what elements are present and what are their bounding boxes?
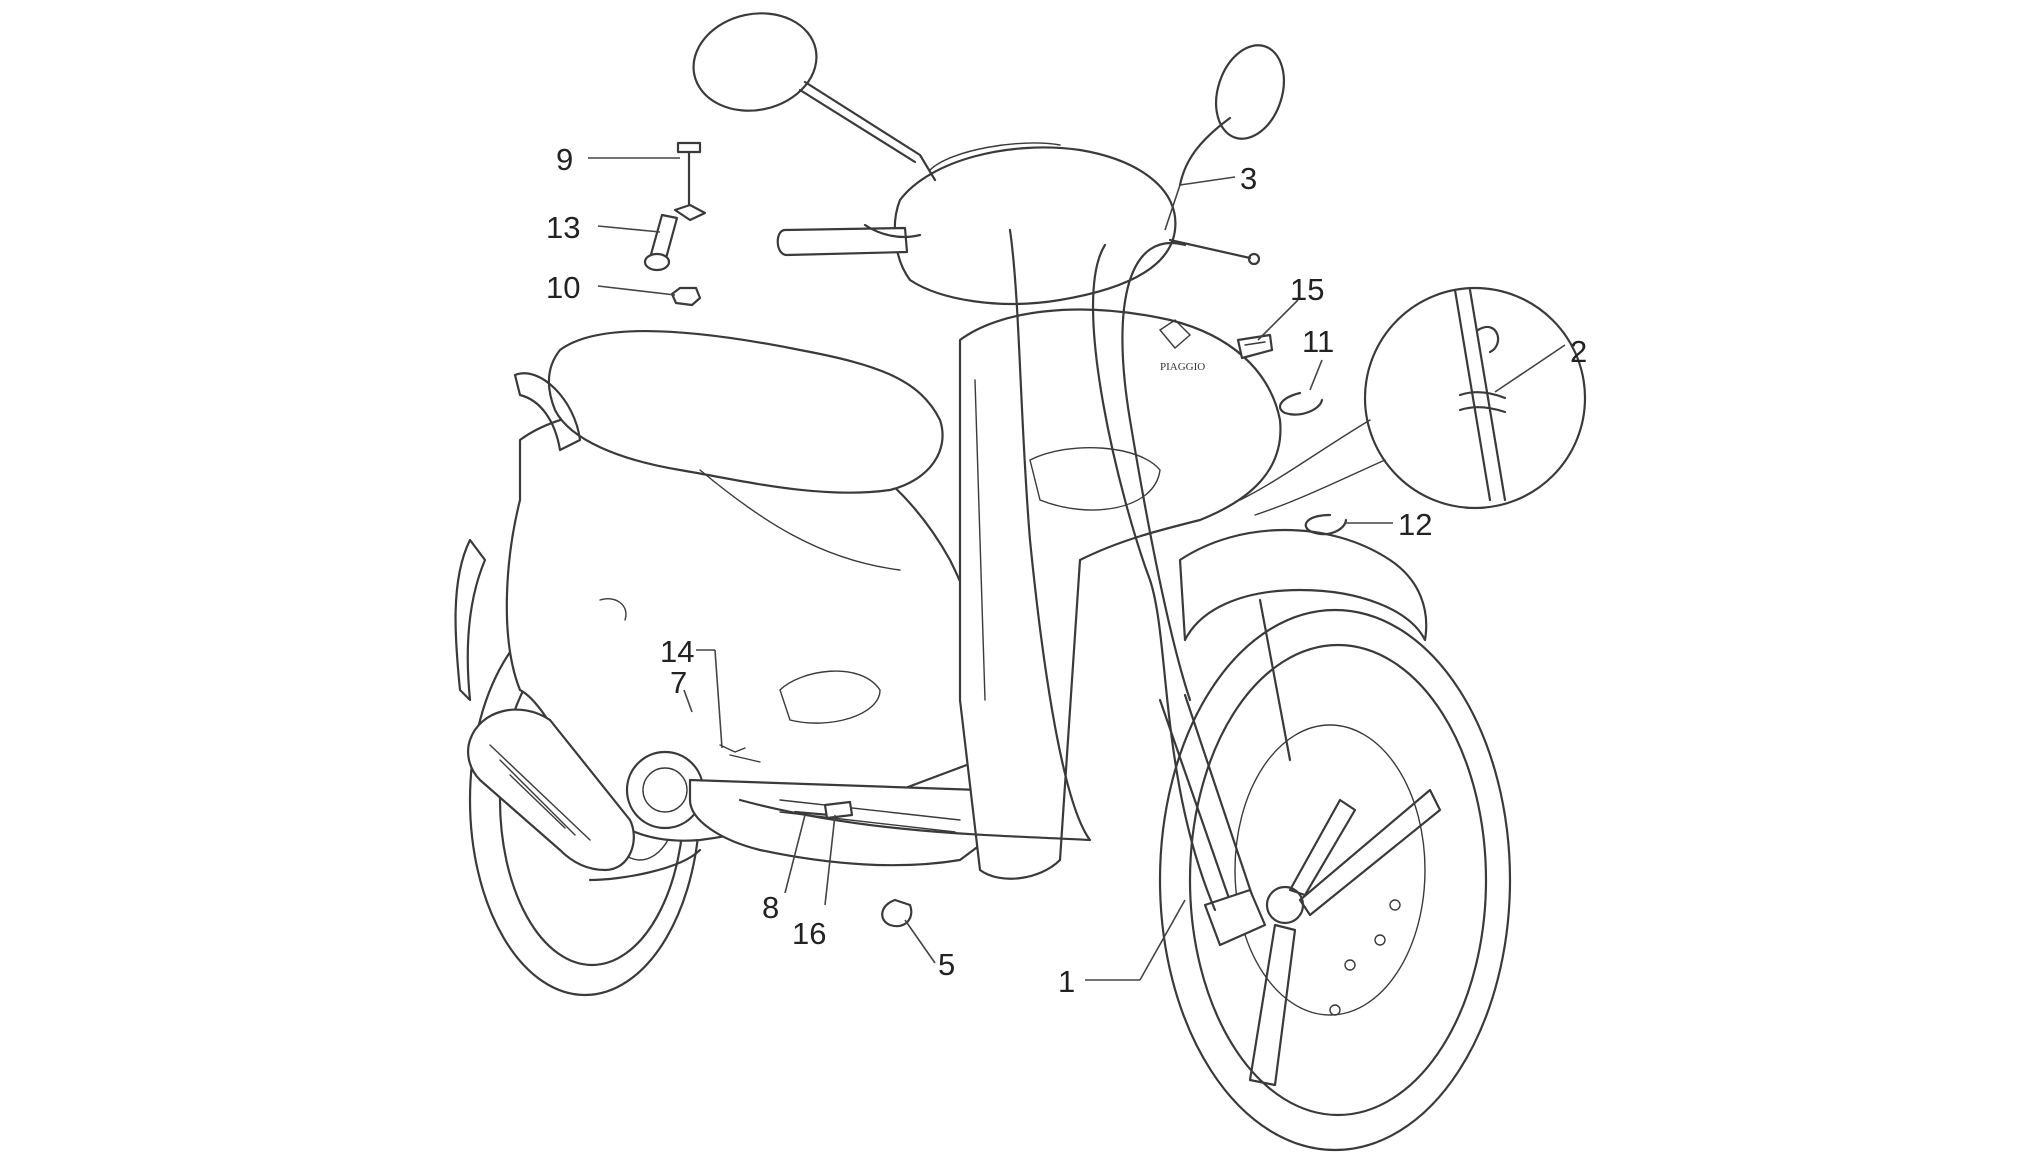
front-brake-caliper	[1203, 888, 1267, 947]
handlebar	[776, 223, 1261, 266]
cables	[738, 228, 1217, 912]
brand-emblem: PIAGGIO	[1158, 319, 1205, 373]
callout-12: 12	[1398, 507, 1432, 542]
callout-labels: 9 13 10 3 15 11 2 12 14 7 8 16 5 1	[546, 142, 1587, 999]
leader-7	[683, 689, 693, 713]
rear-mudguard	[454, 538, 487, 702]
callout-8: 8	[762, 890, 779, 925]
ring-part-12	[1304, 513, 1348, 536]
front-fork	[1158, 698, 1242, 932]
clip-part-15	[1236, 333, 1274, 360]
callout-9: 9	[556, 142, 573, 177]
scooter-illustration: PIAGGIO	[454, 12, 1587, 1152]
front-brake-cable	[1092, 243, 1217, 912]
callout-1: 1	[1058, 964, 1075, 999]
leader-10	[597, 285, 676, 296]
bolt-part-9	[676, 141, 702, 214]
right-mirror	[1178, 44, 1285, 187]
leader-14b	[714, 649, 723, 749]
front-wheel	[1158, 608, 1512, 1152]
leader-lines	[588, 157, 1566, 981]
callout-2: 2	[1570, 334, 1587, 369]
leader-11	[1309, 359, 1323, 391]
leader-2	[1494, 344, 1566, 393]
leader-3b	[1164, 184, 1181, 231]
leader-8	[784, 814, 806, 894]
nut-part-10	[670, 286, 702, 307]
leader-1b	[1139, 899, 1186, 981]
exhaust-muffler	[467, 708, 635, 872]
leader-5	[904, 919, 936, 964]
leader-3	[1179, 176, 1236, 186]
brand-emblem-text: PIAGGIO	[1160, 361, 1205, 373]
callout-10: 10	[546, 270, 580, 305]
rear-brake-cable	[738, 228, 1092, 842]
leader-13	[597, 225, 661, 233]
ring-part-5	[881, 898, 913, 928]
callout-11: 11	[1302, 324, 1334, 359]
callout-3: 3	[1240, 161, 1257, 196]
callout-16: 16	[792, 916, 826, 951]
seat	[547, 329, 944, 494]
bracket-part-13	[643, 203, 707, 272]
front-fender	[1178, 528, 1428, 642]
callout-14: 14	[660, 634, 694, 669]
callout-15: 15	[1290, 272, 1324, 307]
left-mirror	[692, 12, 937, 182]
speedometer-cable	[1121, 242, 1192, 702]
leader-16	[824, 814, 836, 906]
headset-cover	[893, 146, 1177, 305]
ring-part-11	[1278, 391, 1324, 416]
callout-5: 5	[938, 947, 955, 982]
callout-7: 7	[670, 665, 687, 700]
detail-inset	[1239, 286, 1587, 516]
leader-15	[1257, 299, 1299, 341]
callout-13: 13	[546, 210, 580, 245]
leg-shield	[958, 308, 1282, 880]
tail-rack	[513, 372, 582, 452]
